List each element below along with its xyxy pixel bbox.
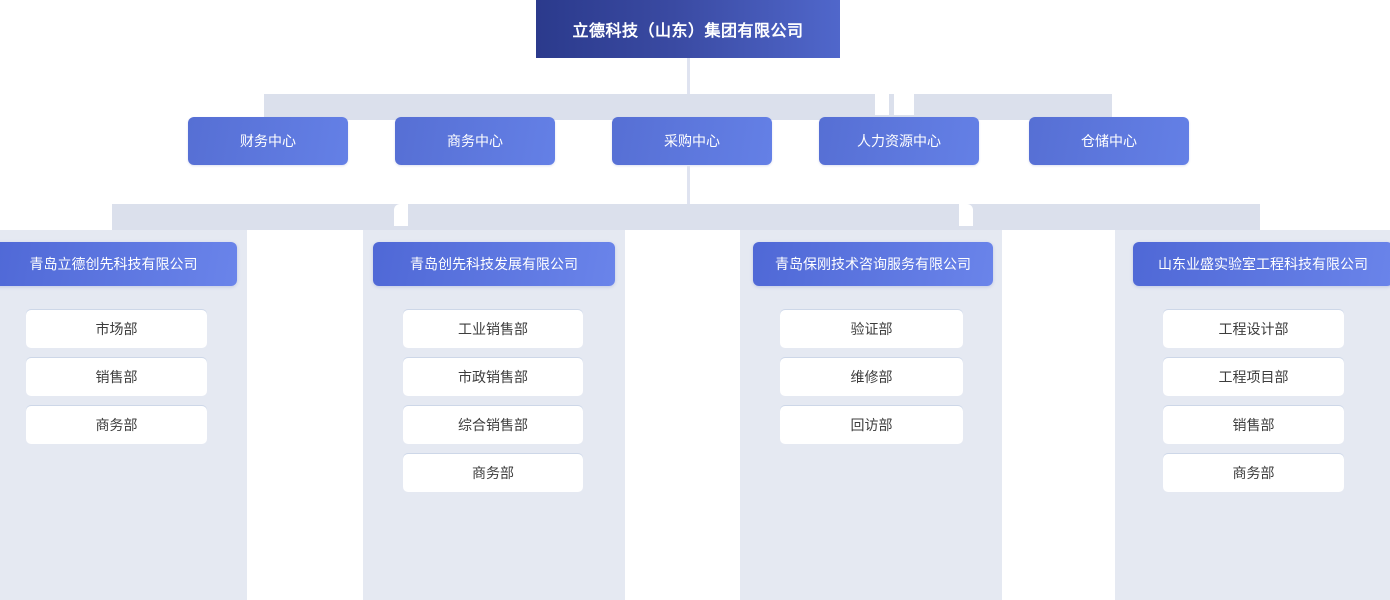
department-list: 工业销售部 市政销售部 综合销售部 商务部 (363, 310, 625, 502)
department-label: 商务部 (472, 466, 514, 482)
department-label: 验证部 (850, 322, 893, 338)
level2-node-hr-center[interactable]: 人力资源中心 (819, 117, 979, 165)
level2-connector-bar (264, 94, 1112, 120)
branch-header-node[interactable]: 山东业盛实验室工程科技有限公司 (1133, 242, 1390, 286)
department-label: 维修部 (850, 370, 893, 386)
department-node[interactable]: 销售部 (26, 358, 207, 396)
department-list: 验证部 维修部 回访部 (740, 310, 1002, 454)
branch-header-label: 青岛立德创先科技有限公司 (29, 257, 198, 273)
level2-node-business-center[interactable]: 商务中心 (395, 117, 555, 165)
level3-bar-notch-right (959, 204, 973, 226)
branch-column-qingdao-baogang: 青岛保刚技术咨询服务有限公司 验证部 维修部 回访部 (740, 230, 1002, 600)
department-node[interactable]: 维修部 (780, 358, 963, 396)
department-label: 工业销售部 (458, 322, 528, 338)
department-node[interactable]: 市政销售部 (403, 358, 583, 396)
branch-header-node[interactable]: 青岛保刚技术咨询服务有限公司 (753, 242, 993, 286)
department-node[interactable]: 商务部 (26, 406, 207, 444)
department-node[interactable]: 销售部 (1163, 406, 1344, 444)
department-list: 工程设计部 工程项目部 销售部 商务部 (1115, 310, 1390, 502)
level2-node-label: 财务中心 (240, 134, 296, 150)
department-node[interactable]: 回访部 (780, 406, 963, 444)
branch-header-node[interactable]: 青岛立德创先科技有限公司 (0, 242, 237, 286)
level2-bar-notch-left (875, 94, 889, 115)
branch-header-label: 青岛创先科技发展有限公司 (410, 257, 578, 273)
connector-level2-to-level3 (687, 166, 690, 214)
department-label: 市场部 (95, 322, 138, 338)
branch-column-qingdao-chuangxian-keji: 青岛创先科技发展有限公司 工业销售部 市政销售部 综合销售部 商务部 (363, 230, 625, 600)
root-node-company[interactable]: 立德科技（山东）集团有限公司 (536, 0, 840, 58)
level3-bar-notch-left (394, 204, 408, 226)
department-label: 综合销售部 (458, 418, 528, 434)
department-node[interactable]: 商务部 (403, 454, 583, 492)
root-node-label: 立德科技（山东）集团有限公司 (572, 21, 804, 40)
department-node[interactable]: 综合销售部 (403, 406, 583, 444)
connector-root-to-level2 (687, 58, 690, 94)
department-node[interactable]: 工程设计部 (1163, 310, 1344, 348)
branch-column-qingdao-lide-chuangxian: 青岛立德创先科技有限公司 市场部 销售部 商务部 (0, 230, 247, 600)
level2-node-label: 采购中心 (664, 134, 720, 150)
department-label: 销售部 (95, 370, 138, 386)
branch-header-node[interactable]: 青岛创先科技发展有限公司 (373, 242, 615, 286)
level2-node-purchasing-center[interactable]: 采购中心 (612, 117, 772, 165)
department-node[interactable]: 市场部 (26, 310, 207, 348)
department-label: 市政销售部 (458, 370, 528, 386)
level2-node-label: 人力资源中心 (857, 134, 941, 150)
level2-node-finance-center[interactable]: 财务中心 (188, 117, 348, 165)
branch-header-label: 青岛保刚技术咨询服务有限公司 (775, 257, 971, 273)
department-node[interactable]: 工业销售部 (403, 310, 583, 348)
department-label: 回访部 (850, 418, 893, 434)
department-label: 工程项目部 (1218, 370, 1289, 386)
level3-connector-bar (112, 204, 1260, 230)
department-label: 商务部 (95, 418, 138, 434)
department-label: 商务部 (1232, 466, 1275, 482)
level2-node-warehouse-center[interactable]: 仓储中心 (1029, 117, 1189, 165)
branch-column-shandong-yesheng: 山东业盛实验室工程科技有限公司 工程设计部 工程项目部 销售部 商务部 (1115, 230, 1390, 600)
department-list: 市场部 销售部 商务部 (0, 310, 247, 454)
level2-node-label: 商务中心 (447, 134, 503, 150)
department-label: 销售部 (1232, 418, 1275, 434)
department-node[interactable]: 验证部 (780, 310, 963, 348)
level2-node-label: 仓储中心 (1081, 134, 1137, 150)
branch-header-label: 山东业盛实验室工程科技有限公司 (1158, 257, 1368, 273)
department-label: 工程设计部 (1218, 322, 1289, 338)
level2-bar-notch-right (894, 94, 914, 115)
department-node[interactable]: 工程项目部 (1163, 358, 1344, 396)
department-node[interactable]: 商务部 (1163, 454, 1344, 492)
